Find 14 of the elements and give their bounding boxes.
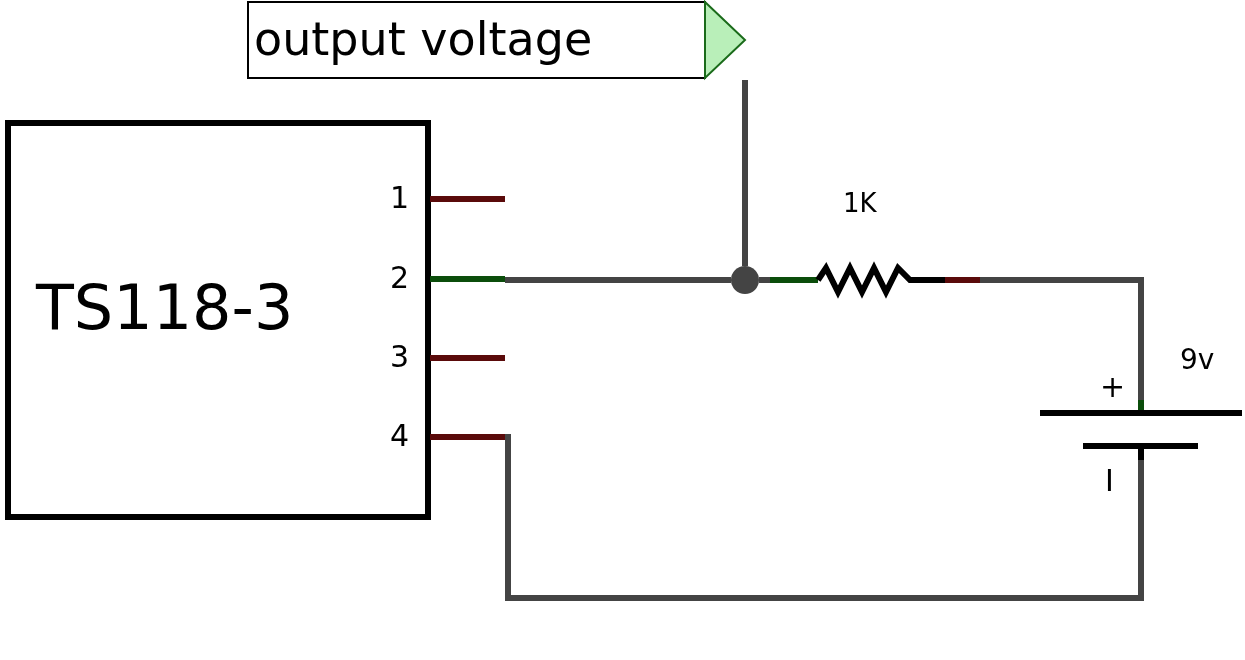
battery-voltage: 9v	[1180, 346, 1215, 374]
part-label: TS118-3	[36, 277, 294, 339]
polarity-mark: +	[1100, 372, 1126, 402]
polarity-mark: I	[1105, 466, 1114, 496]
wire	[759, 277, 770, 283]
pin-number: 2	[390, 263, 410, 293]
wire	[505, 277, 731, 283]
pin-number: 1	[390, 183, 410, 213]
pin-number: 4	[390, 421, 410, 451]
wire	[502, 434, 1144, 601]
pin-number: 3	[390, 342, 410, 372]
wire	[742, 80, 748, 266]
resistor-value: 1K	[843, 190, 877, 216]
wire	[990, 277, 1144, 400]
